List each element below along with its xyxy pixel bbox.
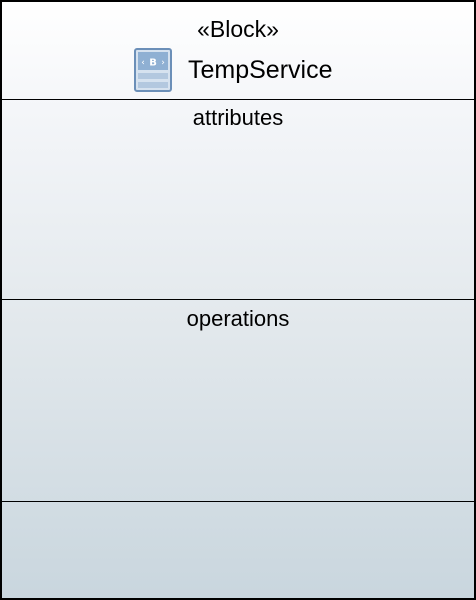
block-header[interactable]: «Block» B ‹ › TempService (2, 2, 474, 100)
block-name[interactable]: TempService (188, 56, 333, 84)
empty-compartment[interactable] (2, 503, 474, 598)
attributes-label: attributes (192, 105, 284, 130)
attributes-compartment[interactable]: attributes (2, 100, 474, 300)
block-title-row: B ‹ › TempService (134, 47, 333, 93)
operations-compartment[interactable]: operations (2, 301, 474, 502)
svg-text:‹: ‹ (141, 58, 145, 68)
operations-label: operations (186, 306, 290, 331)
block-icon: B ‹ › (134, 48, 172, 92)
block-stereotype: «Block» (197, 16, 279, 42)
svg-text:›: › (161, 58, 165, 68)
block-icon-letter: B (149, 58, 157, 69)
